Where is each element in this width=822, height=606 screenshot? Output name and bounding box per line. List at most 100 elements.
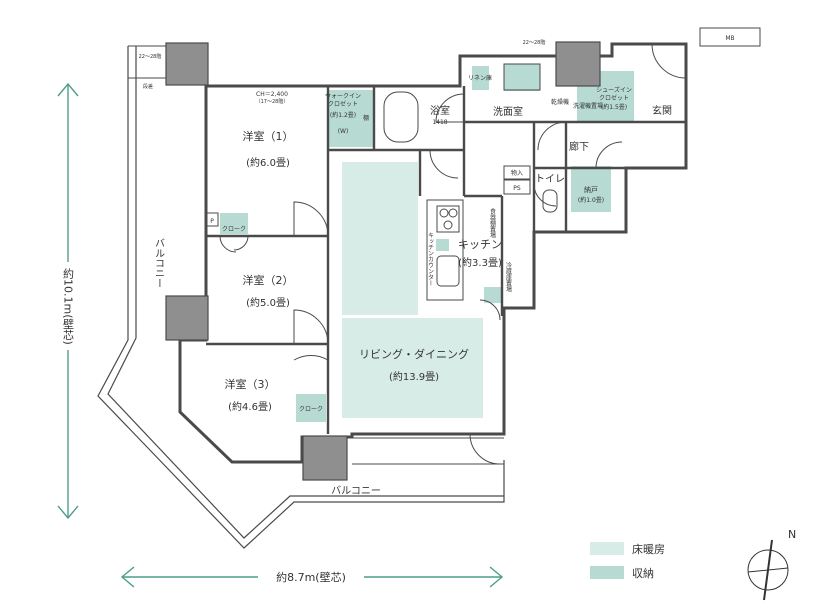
storage-labels: ウォークイン クロゼット (約1.2畳) (W) 棚 シューズイン クロゼット …: [210, 35, 734, 413]
door-living-balcony: [469, 433, 501, 465]
pillar-top-left: [165, 42, 209, 86]
washer-label: 洗濯機置場: [573, 102, 603, 110]
pillars: [165, 41, 601, 481]
room-western3-size: (約4.6畳): [228, 400, 272, 413]
dimension-vertical-label: 約10.1m(壁芯): [62, 267, 75, 345]
room-storeroom-size: (約1.0畳): [578, 196, 604, 204]
room-bath-label: 浴室: [430, 104, 450, 117]
small-storage-box: [503, 165, 531, 180]
shoes-in-closet-label-2: クロゼット: [599, 94, 629, 102]
mb-box: [699, 27, 761, 47]
balcony-west-label: バルコニー: [153, 238, 165, 288]
dimension-vertical: [57, 82, 79, 520]
door-bath: [435, 93, 465, 123]
walk-in-closet-label-1: ウォークイン: [325, 92, 361, 100]
kitchen-counter-label: キッチンカウンター: [427, 232, 434, 286]
stove-burner-1: [439, 208, 449, 218]
washbasin: [503, 63, 541, 91]
kitchen-storage-area: [436, 239, 449, 251]
room-western2-size: (約5.0畳): [246, 296, 290, 309]
room-living-size: (約13.9畳): [389, 370, 439, 383]
ceiling-height-sub: （17～28階）: [256, 98, 289, 105]
walk-in-closet-w: (W): [338, 128, 349, 135]
linen-storage-area: [472, 66, 489, 90]
floor-heating-living-area: [342, 318, 483, 418]
room-bath-code: 1418: [432, 119, 447, 126]
p-label: P: [210, 218, 214, 225]
door-kitchen: [479, 299, 501, 321]
floor-note-left: 22～28階: [139, 53, 162, 60]
ps-box: [503, 179, 531, 195]
dimension-horizontal-arrow-right: [489, 566, 504, 588]
room-kitchen-size: (約3.3畳): [458, 256, 502, 269]
room-hall-label: 廊下: [569, 140, 589, 153]
floor-heating-kitchen-area: [342, 162, 418, 315]
dimension-horizontal-label: 約8.7m(壁芯): [276, 570, 346, 584]
balcony-south-label: バルコニー: [331, 485, 381, 497]
notes: CH＝2,400 （17～28階） 22～28階 22～28階 段差: [139, 39, 546, 105]
door-western1: [293, 201, 329, 237]
storeroom-area: [571, 166, 611, 212]
floor-note-right: 22～28階: [523, 39, 546, 46]
room-labels: 洋室（1） (約6.0畳) 洋室（2） (約5.0畳) 洋室（3） (約4.6畳…: [225, 104, 673, 497]
p-box: [205, 212, 219, 227]
door-toilet: [533, 183, 557, 207]
interior-walls: [206, 86, 686, 434]
compass-ring: [747, 549, 789, 591]
compass-north-label: N: [788, 528, 796, 541]
floor-heating-areas: [342, 162, 483, 418]
closet-b-area: [296, 394, 326, 422]
legend-storage-label: 収納: [632, 567, 654, 580]
legend-storage-swatch: [590, 566, 624, 579]
walk-in-closet-label-2: クロゼット: [328, 100, 358, 108]
fridge-label: 冷蔵庫置場: [505, 261, 512, 293]
shoes-in-closet-size: (約1.5畳): [601, 103, 627, 111]
room-western1-label: 洋室（1）: [243, 129, 294, 143]
balcony-outline: [97, 46, 505, 549]
room-washroom-label: 洗面室: [493, 105, 523, 118]
room-storeroom-label: 納戸: [584, 185, 598, 194]
room-kitchen-label: キッチン: [458, 238, 502, 251]
ps-label: PS: [513, 185, 521, 192]
dimension-horizontal: [120, 566, 504, 588]
walk-in-closet-area: [328, 90, 374, 147]
toilet-fixture: [542, 189, 558, 213]
bathtub: [383, 91, 419, 143]
closet-a-area: [220, 213, 248, 234]
dimension-vertical-arrow-bottom: [57, 505, 79, 520]
pillar-top-right: [555, 41, 601, 87]
walls: [97, 42, 688, 549]
ceiling-height-note: CH＝2,400: [256, 91, 288, 98]
room-entrance-label: 玄関: [652, 104, 672, 117]
room-western2-label: 洋室（2）: [243, 273, 294, 287]
door-closet-a: [219, 235, 249, 253]
stove-burner-3: [443, 220, 453, 230]
door-storeroom: [595, 141, 623, 169]
dimension-horizontal-arrow-left: [120, 566, 135, 588]
door-entrance: [651, 43, 687, 79]
linen-label: リネン庫: [468, 74, 492, 82]
room-living-label: リビング・ダイニング: [359, 347, 469, 361]
window-wall-south: [352, 437, 504, 465]
step-note: 段差: [143, 83, 153, 90]
mb-label: MB: [725, 35, 734, 42]
washer-area: [504, 64, 540, 91]
pillar-bottom: [302, 435, 348, 481]
closet-b-label: クローク: [299, 406, 323, 413]
pillar-mid-left: [165, 295, 209, 341]
door-hall: [537, 121, 567, 151]
cupboard-label: 食器棚置場: [489, 207, 496, 239]
balcony-inner-outline: [107, 46, 504, 539]
dryer-label: 乾燥機: [551, 98, 569, 106]
door-western2: [293, 309, 329, 345]
room-toilet-label: トイレ: [535, 174, 565, 185]
storage-mark-label: 物入: [511, 169, 523, 177]
door-western3: [293, 354, 329, 361]
fixtures: [205, 27, 761, 301]
room-western1-size: (約6.0畳): [246, 156, 290, 169]
room-western3-label: 洋室（3）: [225, 377, 276, 391]
fridge-storage-area: [484, 287, 502, 303]
stove: [436, 205, 460, 233]
closet-a-label: クローク: [222, 226, 246, 233]
